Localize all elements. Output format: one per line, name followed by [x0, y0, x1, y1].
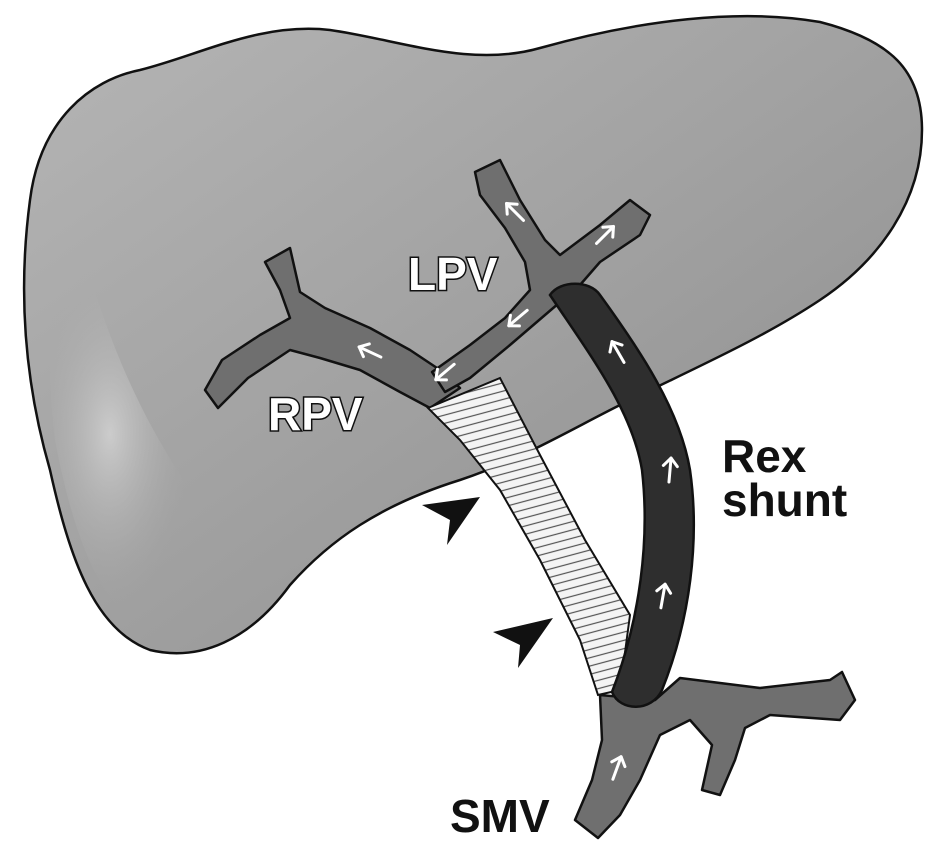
flow-arrow-icon: [610, 755, 627, 781]
rex-shunt-graft: [548, 282, 696, 708]
flow-arrow-icon: [608, 340, 626, 364]
black-arrowhead-icon: [422, 497, 480, 545]
flow-arrow-icon: [505, 202, 525, 222]
flow-arrow-icon: [655, 582, 673, 610]
black-arrowhead-icon: [493, 618, 553, 668]
rpv-label: RPV: [268, 388, 363, 440]
flow-arrow-icon: [434, 362, 456, 382]
right-portal-vein: [203, 246, 462, 410]
flow-arrow-icon: [357, 342, 383, 359]
flow-arrow-icon: [661, 456, 679, 484]
lpv-label: LPV: [408, 248, 498, 300]
flow-arrow-icon: [595, 225, 615, 245]
thrombosed-portal-vein: [426, 376, 632, 697]
liver-highlight: [50, 200, 250, 626]
superior-mesenteric-vein: [573, 670, 857, 840]
left-portal-vein: [430, 158, 652, 394]
rex-shunt-label-line2: shunt: [722, 474, 847, 526]
smv-label: SMV: [450, 790, 550, 842]
rex-shunt-label-line1: Rex: [722, 430, 807, 482]
flow-arrow-icon: [507, 308, 529, 328]
